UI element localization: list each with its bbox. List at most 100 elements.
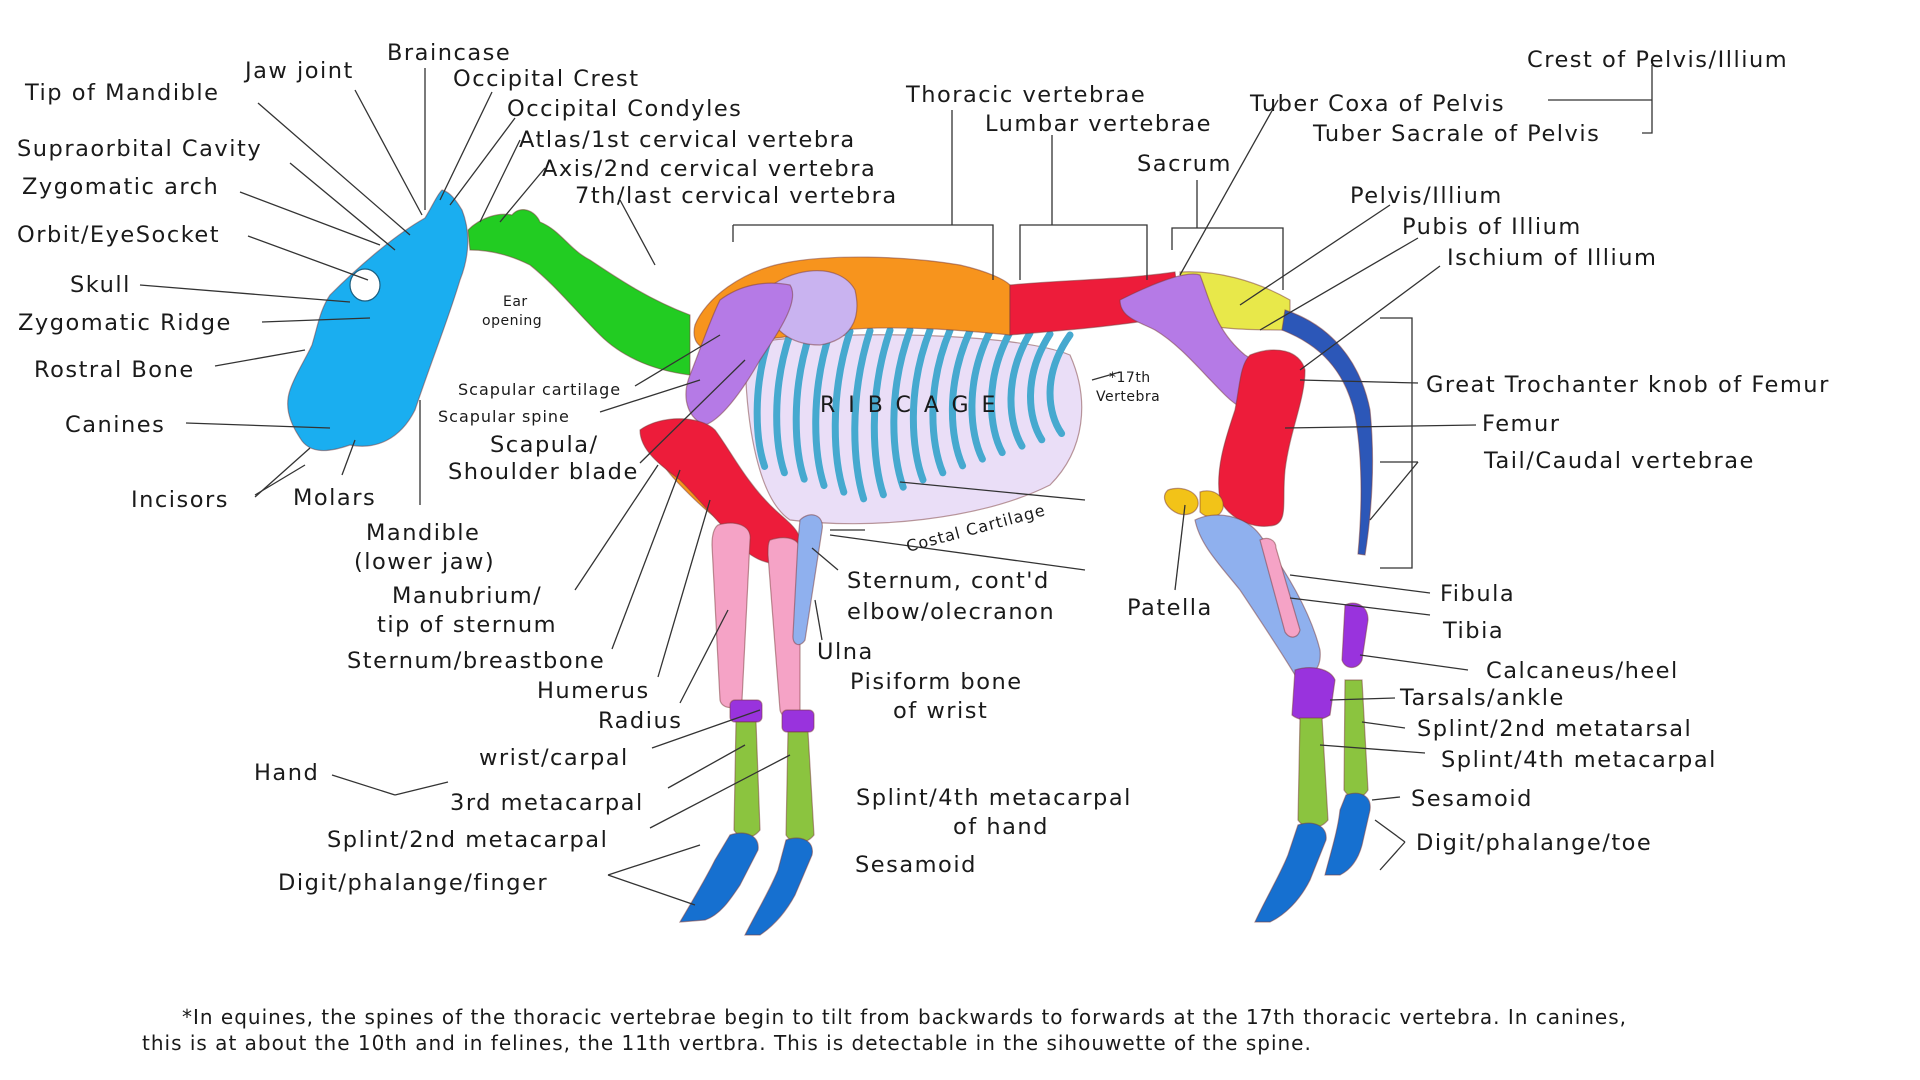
carpal-bone-2: [781, 709, 815, 733]
label-seventh-cervical: 7th/last cervical vertebra: [575, 183, 898, 209]
metacarpal-bone-1: [733, 721, 761, 839]
label-rostral-bone: Rostral Bone: [34, 357, 195, 383]
leader-lines: [139, 65, 1653, 906]
label-pisiform-2: of wrist: [893, 698, 988, 724]
label-axis: Axis/2nd cervical vertebra: [542, 156, 876, 182]
label-tibia: Tibia: [1442, 618, 1504, 644]
label-seventeenth-2: Vertebra: [1096, 389, 1160, 405]
label-molars: Molars: [293, 485, 376, 511]
label-braincase: Braincase: [387, 40, 511, 66]
skull-bone: [287, 189, 469, 452]
phalange-fore-1: [678, 832, 759, 923]
label-skull: Skull: [70, 272, 131, 298]
label-calcaneus: Calcaneus/heel: [1486, 658, 1679, 684]
tail-bone: [1281, 309, 1374, 556]
tibia-bone: [1194, 514, 1321, 677]
label-femur: Femur: [1482, 411, 1560, 437]
label-tail: Tail/Caudal vertebrae: [1483, 448, 1755, 474]
label-atlas: Atlas/1st cervical vertebra: [519, 127, 856, 153]
label-jaw-joint: Jaw joint: [243, 58, 354, 84]
label-occipital-condyles: Occipital Condyles: [507, 96, 742, 122]
label-scapula-1: Scapula/: [490, 432, 599, 458]
label-sacrum: Sacrum: [1137, 151, 1232, 177]
label-third-metacarpal: 3rd metacarpal: [450, 790, 644, 816]
radius-bone: [711, 522, 751, 709]
label-splint-2nd-metacarpal: Splint/2nd metacarpal: [327, 827, 608, 853]
label-sesamoid-hind: Sesamoid: [1411, 786, 1533, 812]
label-radius: Radius: [598, 708, 682, 734]
rib: [948, 327, 974, 470]
label-mandible-1: Mandible: [366, 520, 480, 546]
label-tuber-coxa: Tuber Coxa of Pelvis: [1249, 91, 1505, 117]
metatarsal-bone-1: [1297, 717, 1329, 829]
label-scapula-2: Shoulder blade: [448, 459, 639, 485]
rib: [1046, 331, 1074, 437]
label-sesamoid-fore: Sesamoid: [855, 852, 977, 878]
label-patella: Patella: [1127, 595, 1213, 621]
fibula-bone: [1259, 537, 1301, 638]
label-digit-toe: Digit/phalange/toe: [1416, 830, 1652, 856]
skeleton-bones: [287, 189, 1374, 936]
label-ischium: Ischium of Illium: [1447, 245, 1657, 271]
label-zygomatic-ridge: Zygomatic Ridge: [18, 310, 232, 336]
label-ulna: Ulna: [817, 639, 874, 665]
label-fibula: Fibula: [1440, 581, 1515, 607]
rib: [1027, 330, 1054, 444]
label-sternum-contd: Sternum, cont'd: [847, 568, 1050, 594]
label-tip-of-mandible: Tip of Mandible: [24, 80, 219, 106]
rib: [929, 326, 954, 477]
label-pelvis-illium: Pelvis/Illium: [1350, 183, 1503, 209]
tarsal-bone: [1291, 667, 1336, 721]
label-canines: Canines: [65, 412, 165, 438]
label-sternum: Sternum/breastbone: [347, 648, 605, 674]
label-digit-finger: Digit/phalange/finger: [278, 870, 548, 896]
ribs: [753, 326, 1074, 503]
rib: [890, 326, 914, 491]
label-manubrium-1: Manubrium/: [392, 583, 542, 609]
label-seventeenth-1: *17th: [1109, 370, 1151, 386]
footnote-line-1: *In equines, the spines of the thoracic …: [182, 1005, 1627, 1029]
label-splint-4th-hand-2: of hand: [953, 814, 1049, 840]
label-wrist: wrist/carpal: [479, 745, 629, 771]
label-mandible-2: (lower jaw): [354, 549, 495, 575]
ulna-bone: [792, 514, 823, 646]
phalange-hind-1: [1254, 822, 1327, 923]
patella-bone: [1163, 487, 1199, 516]
rib: [987, 328, 1014, 457]
rib: [831, 327, 854, 496]
label-ribcage: RIBCAGE: [820, 393, 1008, 418]
label-lumbar-vertebrae: Lumbar vertebrae: [985, 111, 1212, 137]
rib: [773, 330, 794, 477]
label-thoracic-vertebrae: Thoracic vertebrae: [905, 82, 1146, 108]
label-incisors: Incisors: [131, 487, 229, 513]
label-scapular-spine: Scapular spine: [438, 407, 570, 426]
label-manubrium-2: tip of sternum: [377, 612, 557, 638]
label-great-trochanter: Great Trochanter knob of Femur: [1426, 372, 1830, 398]
rib: [870, 326, 894, 499]
metatarsal-bone-2: [1343, 679, 1369, 799]
phalange-hind-2: [1324, 792, 1371, 876]
label-tuber-sacrale: Tuber Sacrale of Pelvis: [1312, 121, 1600, 147]
label-zygomatic-arch: Zygomatic arch: [22, 174, 219, 200]
metacarpal-bone-2: [785, 731, 815, 844]
rib: [1007, 329, 1034, 450]
eye-socket: [349, 268, 381, 302]
label-hand: Hand: [254, 760, 319, 786]
label-elbow: elbow/olecranon: [847, 599, 1055, 625]
label-crest-of-pelvis: Crest of Pelvis/Illium: [1527, 47, 1788, 73]
patella-bone-2: [1199, 490, 1224, 518]
label-pisiform-1: Pisiform bone: [850, 669, 1023, 695]
rib: [851, 327, 874, 503]
footnote-line-2: this is at about the 10th and in felines…: [142, 1031, 1312, 1055]
label-splint-4th-metacarpal-hind: Splint/4th metacarpal: [1441, 747, 1717, 773]
label-occipital-crest: Occipital Crest: [453, 66, 640, 92]
scapula-bone: [685, 282, 794, 426]
label-splint-2nd-metatarsal: Splint/2nd metatarsal: [1417, 716, 1692, 742]
cervical-vertebrae-bone: [467, 209, 691, 376]
rib: [792, 329, 814, 483]
femur-bone: [1218, 349, 1306, 527]
label-humerus: Humerus: [537, 678, 650, 704]
label-splint-4th-hand-1: Splint/4th metacarpal: [856, 785, 1132, 811]
